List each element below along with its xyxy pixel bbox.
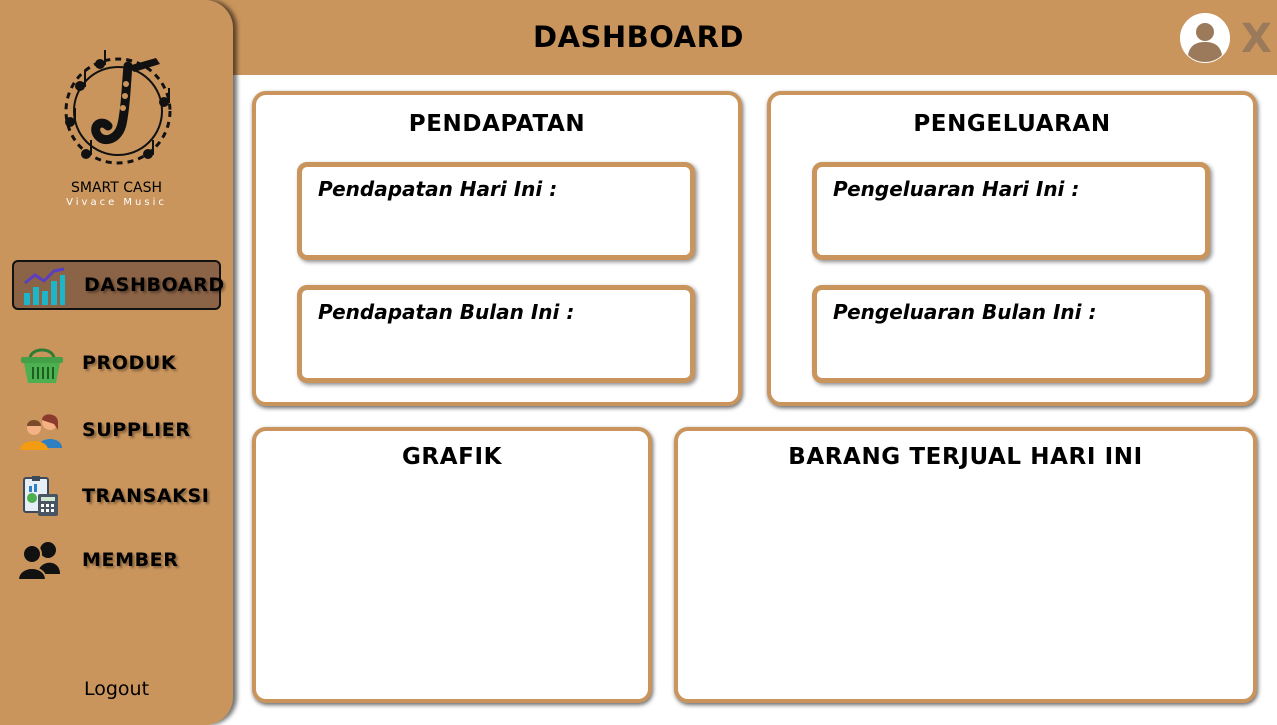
sidebar-item-member[interactable]: MEMBER — [12, 535, 221, 585]
sidebar-item-dashboard[interactable]: DASHBOARD — [12, 260, 224, 310]
close-button[interactable]: X — [1241, 16, 1272, 62]
people-icon — [20, 410, 64, 450]
sidebar-item-label: TRANSAKSI — [82, 485, 210, 507]
pendapatan-today-label: Pendapatan Hari Ini : — [318, 177, 558, 201]
grafik-panel: GRAFIK — [252, 427, 652, 703]
barang-terjual-title: BARANG TERJUAL HARI INI — [788, 444, 1143, 470]
pendapatan-panel: PENDAPATAN Pendapatan Hari Ini : Pendapa… — [252, 91, 742, 406]
sidebar-item-supplier[interactable]: SUPPLIER — [12, 405, 221, 455]
basket-icon — [20, 343, 64, 383]
pengeluaran-month-card: Pengeluaran Bulan Ini : — [812, 285, 1210, 383]
pengeluaran-today-label: Pengeluaran Hari Ini : — [833, 177, 1080, 201]
sidebar-item-transaksi[interactable]: TRANSAKSI — [12, 471, 221, 521]
pendapatan-month-card: Pendapatan Bulan Ini : — [297, 285, 695, 383]
sidebar-item-produk[interactable]: PRODUK — [12, 338, 221, 388]
pendapatan-today-card: Pendapatan Hari Ini : — [297, 162, 695, 260]
calculator-icon — [20, 476, 64, 516]
brand-name: SMART CASH — [70, 180, 163, 196]
saxophone-logo-icon — [56, 46, 186, 176]
sidebar-item-label: SUPPLIER — [82, 419, 191, 441]
sidebar-item-label: PRODUK — [82, 352, 177, 374]
logout-button[interactable]: Logout — [83, 678, 150, 700]
brand-subtitle: Vivace Music — [66, 197, 167, 208]
sidebar-item-label: DASHBOARD — [84, 274, 225, 296]
sidebar-item-label: MEMBER — [82, 549, 179, 571]
pengeluaran-panel: PENGELUARAN Pengeluaran Hari Ini : Penge… — [767, 91, 1257, 406]
chart-bar-icon — [22, 267, 66, 307]
barang-terjual-panel: BARANG TERJUAL HARI INI — [674, 427, 1257, 703]
page-title: DASHBOARD — [533, 20, 744, 54]
members-icon — [16, 540, 62, 581]
pendapatan-month-label: Pendapatan Bulan Ini : — [318, 300, 575, 324]
grafik-title: GRAFIK — [401, 444, 503, 470]
pengeluaran-month-label: Pengeluaran Bulan Ini : — [833, 300, 1097, 324]
user-avatar-icon[interactable] — [1180, 13, 1230, 63]
pendapatan-title: PENDAPATAN — [408, 111, 586, 137]
sidebar: SMART CASH Vivace Music DASHBOARD — [0, 0, 233, 725]
pengeluaran-title: PENGELUARAN — [913, 111, 1111, 137]
pengeluaran-today-card: Pengeluaran Hari Ini : — [812, 162, 1210, 260]
